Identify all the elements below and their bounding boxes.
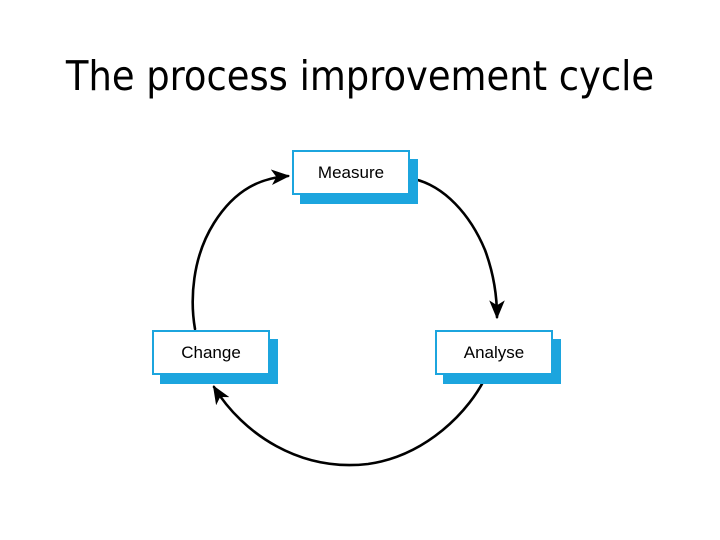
node-box: Measure — [292, 150, 410, 195]
cycle-node-change[interactable]: Change — [152, 330, 282, 388]
cycle-node-analyse[interactable]: Analyse — [435, 330, 565, 388]
arrow-change-to-measure — [191, 169, 291, 331]
arrow-analyse-to-change — [212, 372, 489, 467]
arrow-measure-to-analyse — [412, 177, 505, 320]
cycle-node-measure[interactable]: Measure — [292, 150, 422, 208]
node-box: Analyse — [435, 330, 553, 375]
node-box: Change — [152, 330, 270, 375]
node-label: Change — [181, 342, 241, 362]
node-label: Analyse — [463, 342, 525, 362]
node-label: Measure — [317, 162, 385, 182]
page-title: The process improvement cycle — [65, 52, 655, 100]
